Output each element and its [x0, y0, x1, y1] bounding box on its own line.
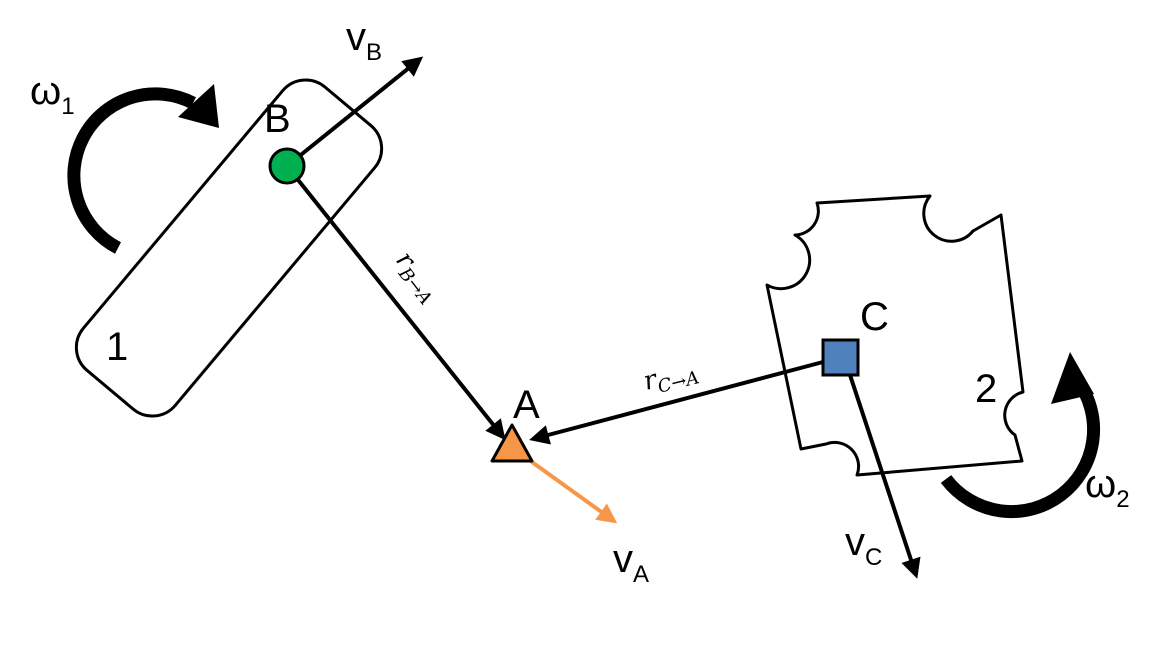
- rBA-arrow: [285, 164, 506, 441]
- omega1-label: ω1: [30, 69, 75, 120]
- point-C-marker: [821, 338, 860, 377]
- omega2-label: ω2: [1085, 462, 1130, 513]
- body-1: 1: [74, 78, 384, 418]
- vC-arrow: [848, 374, 921, 579]
- omega1-arrow: [67, 84, 219, 254]
- point-A-label: A: [513, 383, 540, 427]
- vB-label: vB: [346, 15, 382, 66]
- point-A-marker: [490, 423, 534, 463]
- body-1-outline: [74, 78, 384, 418]
- body-2-label: 2: [975, 367, 997, 411]
- vB-arrow: [285, 56, 424, 168]
- omega2-arrow: [940, 352, 1101, 519]
- point-B-marker: [268, 147, 306, 185]
- vC-label: vC: [845, 520, 882, 571]
- vA-arrow: [523, 455, 618, 524]
- body-2-outline: [765, 194, 1025, 477]
- rCA-label: rC→A: [640, 355, 701, 401]
- body-1-label: 1: [106, 325, 128, 369]
- vA-label: vA: [613, 537, 649, 588]
- point-B-label: B: [264, 97, 291, 141]
- point-C-label: C: [860, 295, 889, 339]
- body-2: 2: [765, 194, 1025, 477]
- rCA-arrow: [529, 360, 824, 445]
